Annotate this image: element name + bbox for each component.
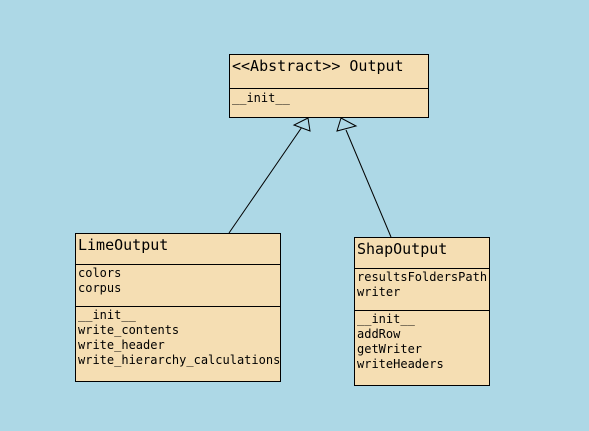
method-item: __init__ xyxy=(78,308,136,322)
method-item: write_hierarchy_calculations xyxy=(78,353,281,367)
class-name: ShapOutput xyxy=(357,240,448,258)
class-name: <<Abstract>> Output xyxy=(232,57,404,75)
class-name: LimeOutput xyxy=(78,236,169,254)
method-item: addRow xyxy=(357,327,401,341)
method-list: __init__ xyxy=(232,91,290,106)
class-divider xyxy=(76,264,280,265)
inheritance-arrow-lime-to-output xyxy=(228,117,311,234)
inheritance-arrow-shap-to-output xyxy=(336,117,392,238)
method-item: write_contents xyxy=(78,323,180,337)
method-item: getWriter xyxy=(357,342,423,356)
class-divider xyxy=(355,268,489,269)
method-item: __init__ xyxy=(232,91,290,105)
inheritance-arrowhead-shap xyxy=(336,117,358,132)
class-divider xyxy=(230,88,428,89)
attribute-item: writer xyxy=(357,285,401,299)
attribute-item: corpus xyxy=(78,281,122,295)
attribute-item: resultsFoldersPath xyxy=(357,270,488,284)
inheritance-line-lime xyxy=(228,126,303,234)
attribute-item: colors xyxy=(78,266,122,280)
method-item: __init__ xyxy=(357,312,415,326)
class-divider xyxy=(355,310,489,311)
method-item: writeHeaders xyxy=(357,357,444,371)
inheritance-line-shap xyxy=(345,129,392,238)
class-divider xyxy=(76,306,280,307)
method-item: write_header xyxy=(78,338,165,352)
inheritance-arrowhead-lime xyxy=(292,117,311,132)
class-box-output: <<Abstract>> Output __init__ xyxy=(229,54,429,118)
